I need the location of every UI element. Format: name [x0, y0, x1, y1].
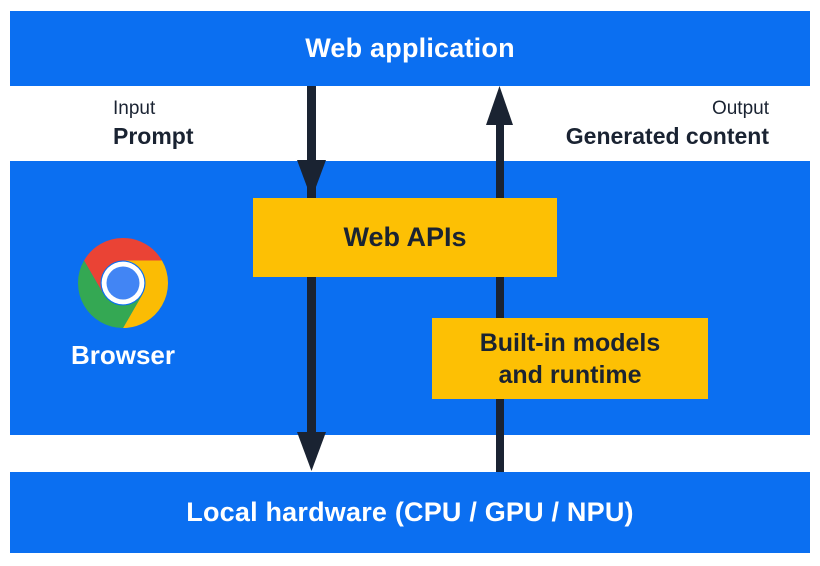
web-application-label: Web application — [305, 33, 515, 63]
builtin-models-label-line2: and runtime — [498, 360, 642, 389]
input-labels: Input Prompt — [113, 95, 194, 151]
web-application-bar: Web application — [10, 11, 810, 86]
local-hardware-bar: Local hardware (CPU / GPU / NPU) — [10, 472, 810, 553]
input-caption: Input — [113, 98, 156, 119]
local-hardware-label: Local hardware (CPU / GPU / NPU) — [186, 497, 634, 527]
chrome-icon — [78, 238, 168, 328]
builtin-models-label-line1: Built-in models — [479, 328, 661, 357]
prompt-label: Prompt — [113, 123, 194, 149]
output-caption: Output — [711, 98, 769, 119]
browser-label: Browser — [70, 340, 176, 370]
web-apis-box: Web APIs — [253, 198, 557, 277]
builtin-models-box: Built-in models and runtime — [432, 318, 708, 399]
generated-content-label: Generated content — [565, 123, 769, 149]
output-labels: Output Generated content — [566, 95, 769, 151]
web-apis-label: Web APIs — [343, 222, 467, 252]
